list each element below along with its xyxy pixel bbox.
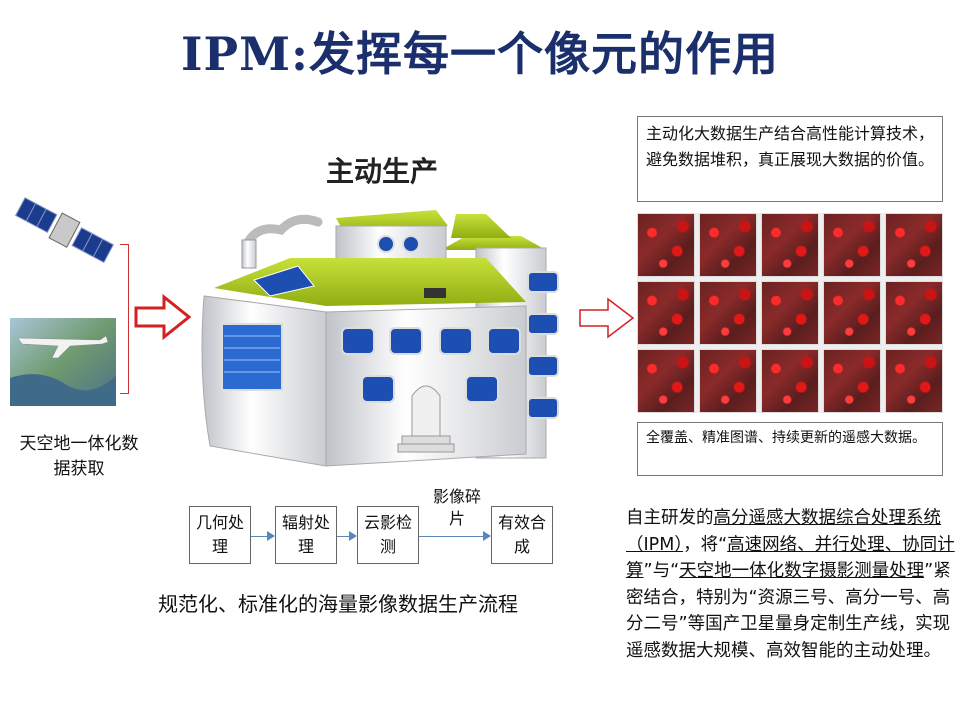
image-tile bbox=[637, 349, 695, 413]
image-tile bbox=[699, 281, 757, 345]
flow-arrow-icon bbox=[267, 531, 275, 541]
image-tile bbox=[823, 281, 881, 345]
text-underlined: 天空地一体化数字摄影测量处理 bbox=[679, 561, 924, 581]
flow-step-geometric: 几何处理 bbox=[189, 506, 251, 564]
coverage-box: 全覆盖、精准图谱、持续更新的遥感大数据。 bbox=[637, 422, 943, 476]
source-label: 天空地一体化数据获取 bbox=[14, 432, 144, 482]
image-tile bbox=[761, 349, 819, 413]
remote-sensing-tile-grid bbox=[637, 213, 943, 413]
flow-step-radiometric: 辐射处理 bbox=[275, 506, 337, 564]
flow-arrow-icon bbox=[349, 531, 357, 541]
flow-connector bbox=[337, 536, 349, 537]
aerial-photo bbox=[10, 318, 116, 406]
system-description: 自主研发的高分遥感大数据综合处理系统（IPM），将“高速网络、并行处理、协同计算… bbox=[626, 505, 956, 664]
image-tile bbox=[699, 213, 757, 277]
text-segment: 自主研发的 bbox=[626, 508, 714, 528]
description-box: 主动化大数据生产结合高性能计算技术，避免数据堆积，真正展现大数据的价值。 bbox=[637, 116, 943, 202]
flow-step-cloud-detection: 云影检测 bbox=[357, 506, 419, 564]
image-tile bbox=[699, 349, 757, 413]
image-tile bbox=[823, 213, 881, 277]
image-tile bbox=[637, 281, 695, 345]
flow-step-synthesis: 有效合成 bbox=[491, 506, 553, 564]
image-tile bbox=[637, 213, 695, 277]
satellite-icon bbox=[14, 192, 114, 270]
source-bracket bbox=[120, 244, 129, 394]
text-segment: ”与“ bbox=[644, 561, 680, 581]
flow-connector bbox=[251, 536, 267, 537]
arrow-right-outline-icon bbox=[578, 296, 636, 340]
image-tile bbox=[885, 213, 943, 277]
image-tile bbox=[761, 281, 819, 345]
flow-mid-label: 影像碎片 bbox=[432, 486, 482, 530]
text-segment: ，将“ bbox=[683, 535, 727, 555]
factory-illustration bbox=[186, 196, 586, 486]
flow-arrow-icon bbox=[483, 531, 491, 541]
flow-connector bbox=[419, 536, 483, 537]
image-tile bbox=[823, 349, 881, 413]
image-tile bbox=[885, 281, 943, 345]
factory-title: 主动生产 bbox=[326, 150, 438, 190]
image-tile bbox=[761, 213, 819, 277]
flow-caption: 规范化、标准化的海量影像数据生产流程 bbox=[158, 588, 518, 617]
arrow-right-icon bbox=[134, 294, 192, 340]
slide-title: IPM:发挥每一个像元的作用 bbox=[0, 18, 960, 84]
image-tile bbox=[885, 349, 943, 413]
